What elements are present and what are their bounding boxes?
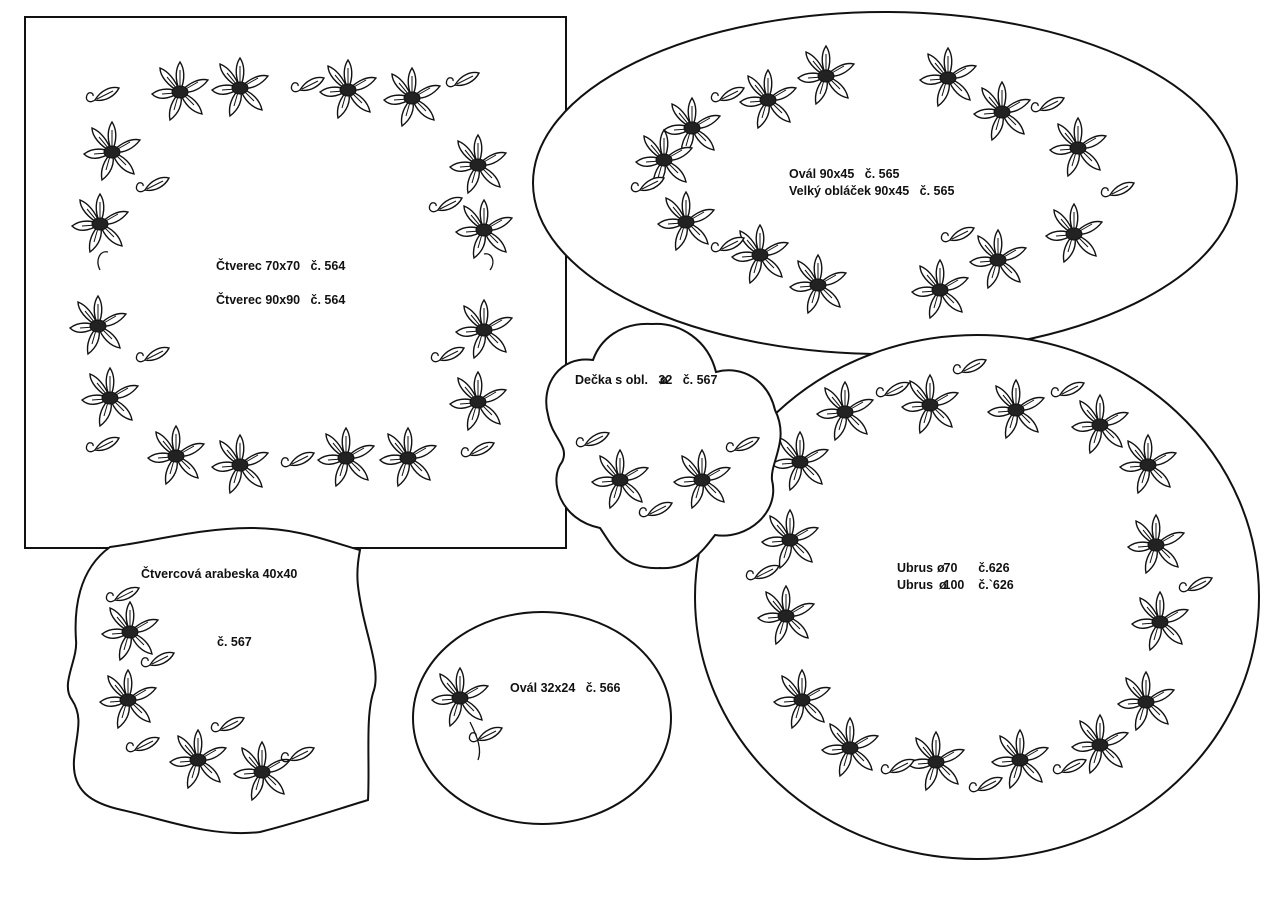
square-label-70: Čtverec 70x70 č. 564 bbox=[216, 259, 346, 273]
oval-large-label: Ovál 90x45 č. 565 bbox=[789, 167, 900, 181]
cloud-label: Velký obláček 90x45 č. 565 bbox=[789, 184, 955, 198]
oval-small-label: Ovál 32x24 č. 566 bbox=[510, 681, 621, 695]
arabesque-title: Čtvercová arabeska 40x40 bbox=[141, 567, 298, 581]
square-tablecloth-pattern bbox=[24, 16, 567, 549]
diameter-symbol-icon: ø bbox=[937, 561, 945, 575]
round-cloth-label-100: Ubrus 100 č.`626 bbox=[897, 578, 1014, 592]
arabesque-square-pattern bbox=[66, 526, 377, 835]
arabesque-number: č. 567 bbox=[217, 635, 252, 649]
square-label-90: Čtverec 90x90 č. 564 bbox=[216, 293, 346, 307]
large-oval-pattern bbox=[532, 11, 1238, 355]
diameter-symbol-icon: ø bbox=[939, 578, 947, 592]
diameter-symbol-icon: ø bbox=[660, 373, 668, 387]
doily-label: Dečka s obl. 32 č. 567 bbox=[575, 373, 718, 387]
scalloped-doily-pattern bbox=[545, 322, 782, 570]
round-tablecloth-pattern bbox=[694, 334, 1260, 860]
round-cloth-label-70: Ubrus 70 č.626 bbox=[897, 561, 1010, 575]
small-oval-pattern bbox=[412, 611, 672, 825]
square-border-motifs bbox=[69, 57, 513, 494]
